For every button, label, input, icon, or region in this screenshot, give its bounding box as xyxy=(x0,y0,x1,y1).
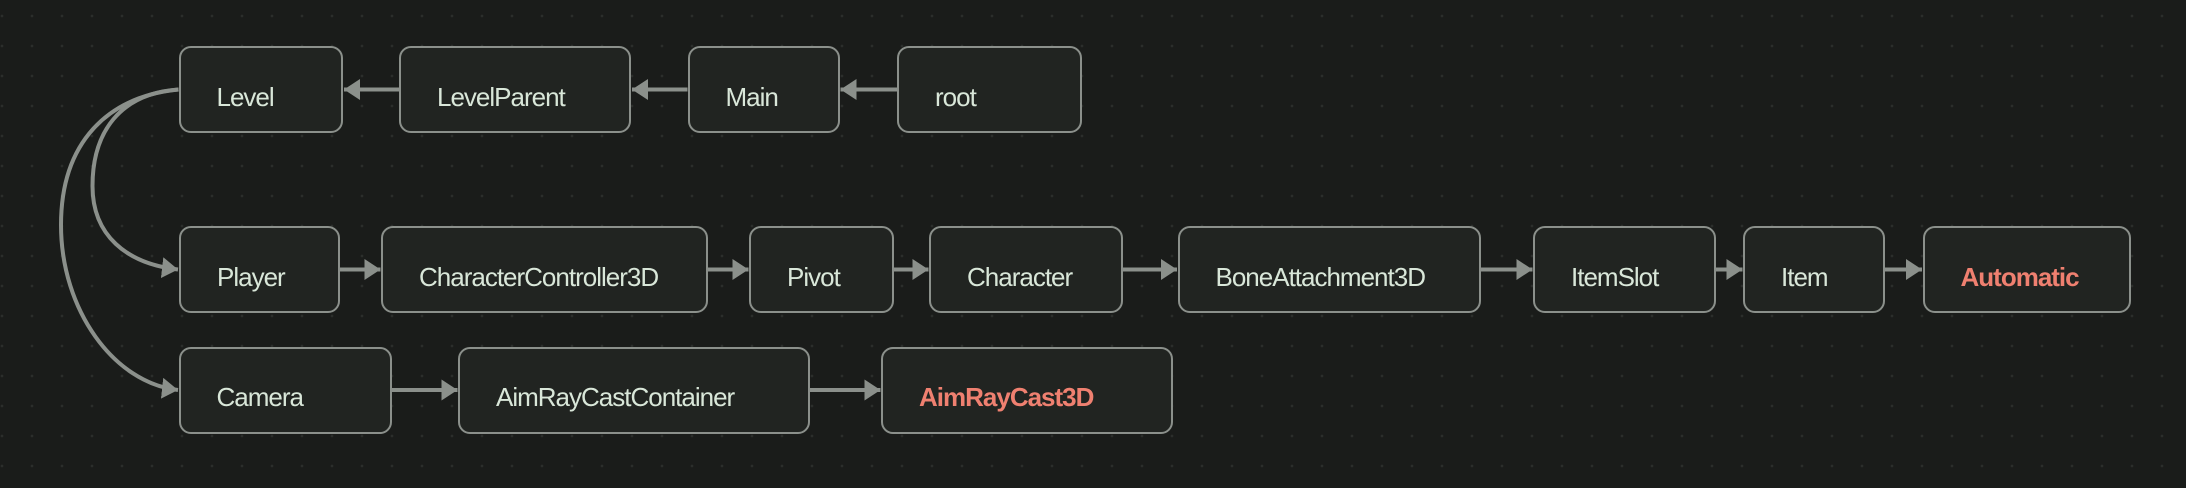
node-camera[interactable]: Camera xyxy=(178,346,392,434)
node-itemslot-label: ItemSlot xyxy=(1571,261,1659,292)
node-camera-label: Camera xyxy=(216,382,304,412)
node-main[interactable]: Main xyxy=(687,46,840,133)
node-aimraycast3d[interactable]: AimRayCast3D xyxy=(881,346,1173,434)
node-aimraycastcontainer-label: AimRayCastContainer xyxy=(496,382,735,412)
node-item-label: Item xyxy=(1781,261,1829,292)
node-root-label: root xyxy=(935,81,977,112)
node-main-label: Main xyxy=(725,81,779,112)
node-boneattachment3d-label: BoneAttachment3D xyxy=(1215,261,1426,292)
node-levelparent-label: LevelParent xyxy=(437,81,566,112)
node-root[interactable]: root xyxy=(897,46,1082,133)
node-character-label: Character xyxy=(967,261,1073,292)
node-player-label: Player xyxy=(217,261,286,292)
node-pivot[interactable]: Pivot xyxy=(749,226,894,313)
node-character[interactable]: Character xyxy=(929,226,1123,313)
node-player[interactable]: Player xyxy=(179,226,340,313)
node-boneattachment3d[interactable]: BoneAttachment3D xyxy=(1177,226,1481,313)
node-item[interactable]: Item xyxy=(1743,226,1885,313)
node-pivot-label: Pivot xyxy=(787,261,841,292)
node-aimraycast3d-label: AimRayCast3D xyxy=(919,382,1094,412)
node-aimraycastcontainer[interactable]: AimRayCastContainer xyxy=(458,346,810,434)
node-automatic-label: Automatic xyxy=(1960,261,2080,292)
node-charactercontroller3d[interactable]: CharacterController3D xyxy=(381,226,708,313)
node-charactercontroller3d-label: CharacterController3D xyxy=(419,261,659,292)
node-itemslot[interactable]: ItemSlot xyxy=(1533,226,1716,313)
node-automatic[interactable]: Automatic xyxy=(1922,226,2131,313)
node-levelparent[interactable]: LevelParent xyxy=(399,46,631,133)
node-level[interactable]: Level xyxy=(178,46,343,133)
node-level-label: Level xyxy=(216,81,275,112)
edge-level-camera xyxy=(58,87,179,399)
